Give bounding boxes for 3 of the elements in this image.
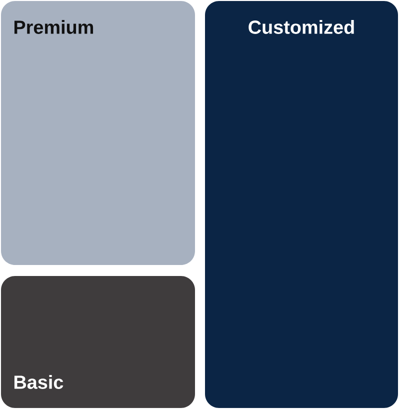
tier-box: Customized <box>205 1 398 408</box>
tier-box: Basic <box>1 276 195 408</box>
tier-box: Premium <box>1 1 195 265</box>
